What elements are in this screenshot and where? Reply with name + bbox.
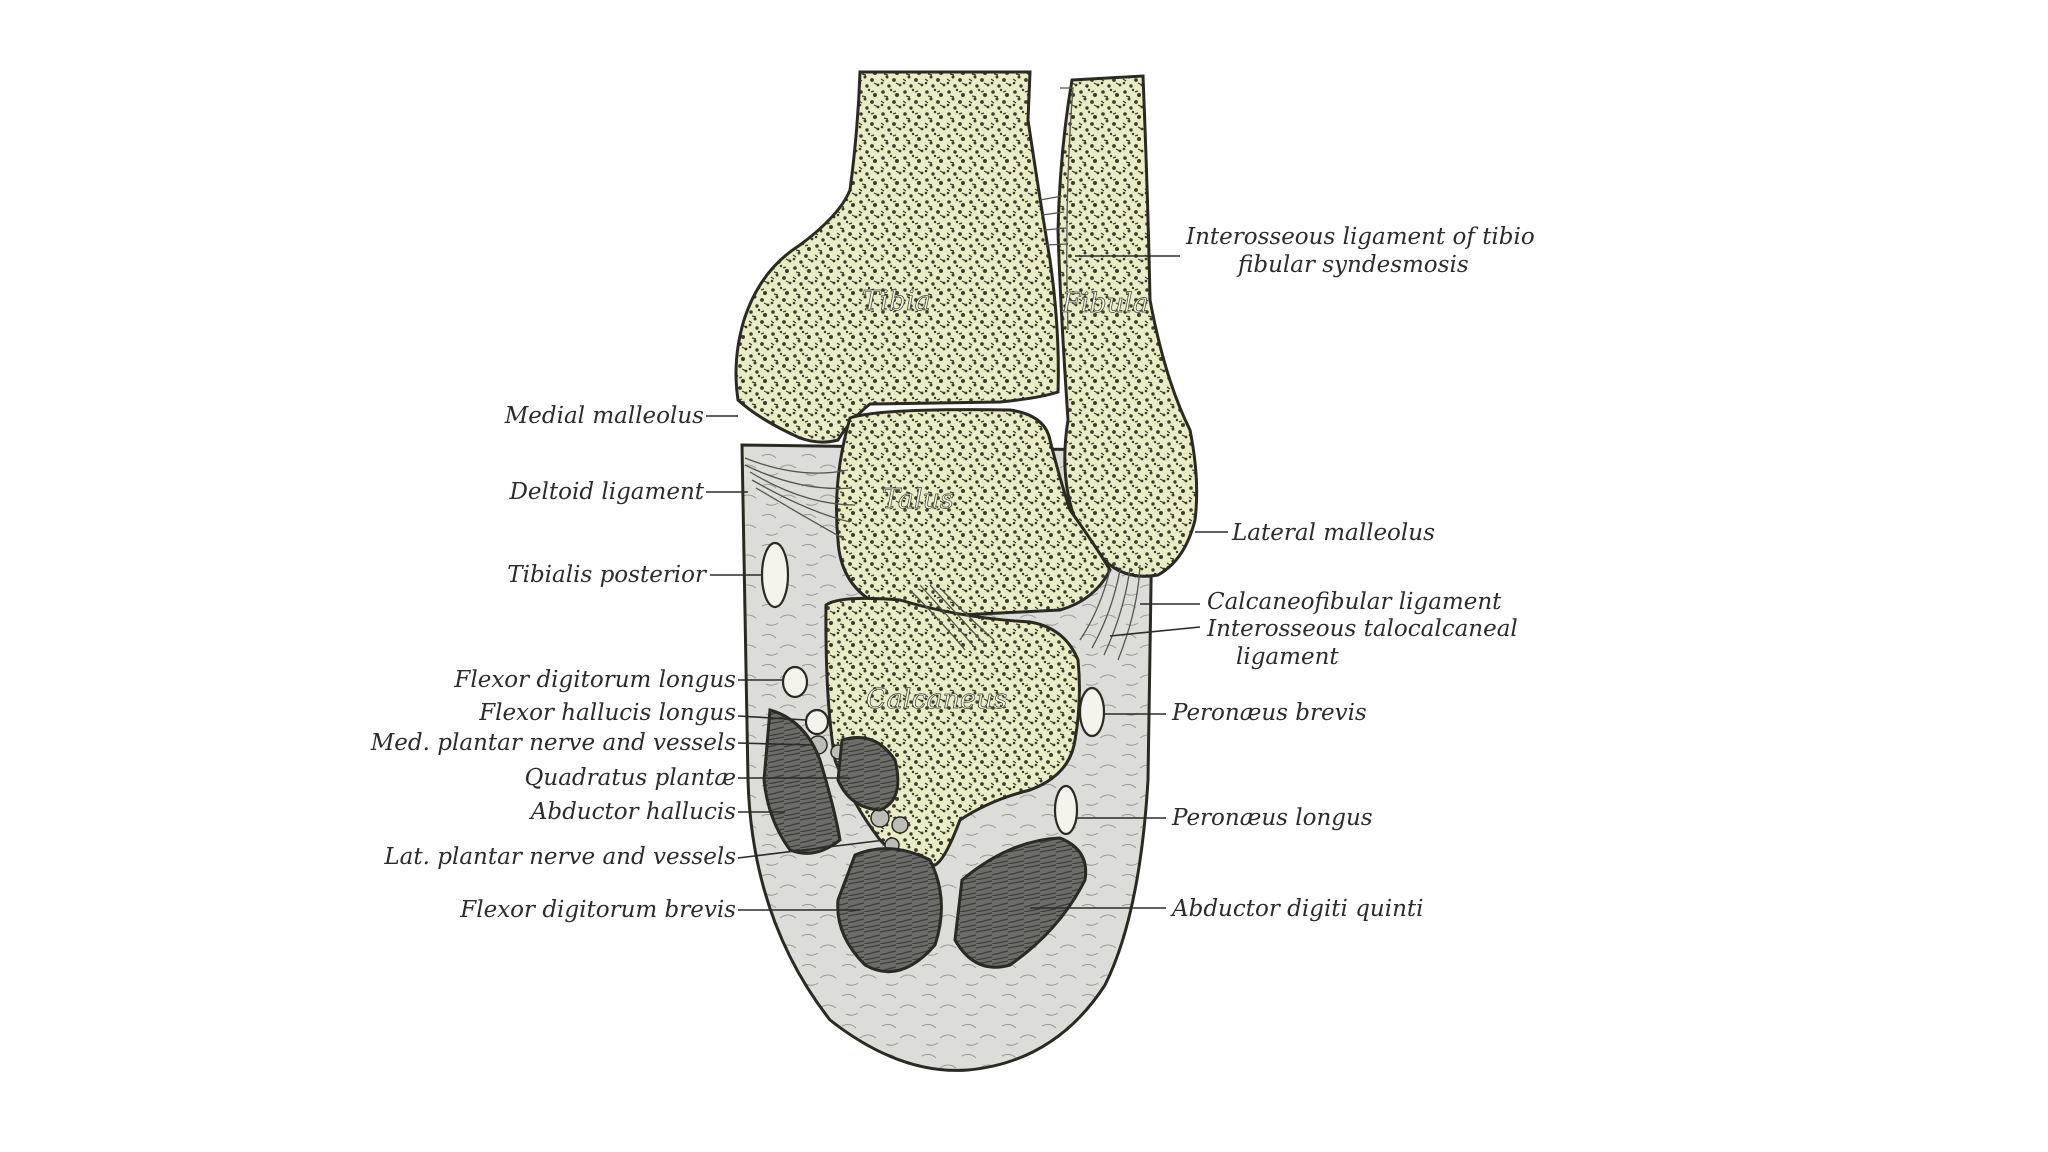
flexor-digitorum-longus-tendon xyxy=(781,665,809,699)
label-flexor-digitorum-brevis: Flexor digitorum brevis xyxy=(459,897,736,923)
label-lat-plantar-nerve: Lat. plantar nerve and vessels xyxy=(383,844,736,870)
label-medial-malleolus: Medial malleolus xyxy=(504,403,704,429)
calcaneofibular-fibers xyxy=(1079,564,1141,661)
label-quadratus-plantae: Quadratus plantæ xyxy=(525,765,736,791)
label-interosseous-talocalcaneal-line1: Interosseous talocalcaneal xyxy=(1206,616,1518,642)
label-flexor-hallucis-longus: Flexor hallucis longus xyxy=(478,700,736,726)
tibialis-posterior-tendon xyxy=(760,541,790,609)
peronaeus-longus-tendon xyxy=(1053,784,1079,836)
label-abductor-hallucis: Abductor hallucis xyxy=(529,799,736,825)
label-deltoid-ligament: Deltoid ligament xyxy=(508,479,704,505)
label-tibialis-posterior: Tibialis posterior xyxy=(507,562,708,588)
label-lateral-malleolus: Lateral malleolus xyxy=(1231,520,1435,546)
peronaeus-brevis-tendon xyxy=(1078,686,1106,738)
label-interosseous-talocalcaneal-line2: ligament xyxy=(1236,644,1339,670)
abductor-digiti-quinti-muscle xyxy=(953,836,1088,969)
deltoid-ligament-fibers xyxy=(744,457,856,541)
tibiofibular-syndesmosis-fibers xyxy=(1039,195,1068,246)
interosseous-talocalcaneal-fibers xyxy=(909,584,995,651)
label-peronaeus-longus: Peronæus longus xyxy=(1171,805,1373,831)
flexor-hallucis-longus-tendon xyxy=(804,708,830,736)
tibia-bone xyxy=(734,70,1060,444)
leader-lines xyxy=(706,255,1228,911)
label-interosseous-ligament-line2: fibular syndesmosis xyxy=(1236,252,1469,278)
label-calcaneofibular-ligament: Calcaneofibular ligament xyxy=(1207,589,1502,615)
label-med-plantar-nerve: Med. plantar nerve and vessels xyxy=(370,730,736,756)
talus-label: Talus xyxy=(882,484,954,515)
abductor-hallucis-muscle xyxy=(762,708,842,855)
label-flexor-digitorum-longus: Flexor digitorum longus xyxy=(453,667,736,693)
flexor-digitorum-brevis-muscle xyxy=(836,847,943,974)
quadratus-plantae-muscle xyxy=(836,736,900,812)
fibula-label: Fibula xyxy=(1061,288,1149,319)
fibula-bone xyxy=(1056,74,1199,578)
label-interosseous-ligament-line1: Interosseous ligament of tibio xyxy=(1185,224,1535,250)
calcaneus-label: Calcaneus xyxy=(866,684,1007,715)
tibia-label: Tibia xyxy=(862,286,931,317)
label-abductor-digiti-quinti: Abductor digiti quinti xyxy=(1170,896,1424,922)
label-peronaeus-brevis: Peronæus brevis xyxy=(1171,700,1367,726)
